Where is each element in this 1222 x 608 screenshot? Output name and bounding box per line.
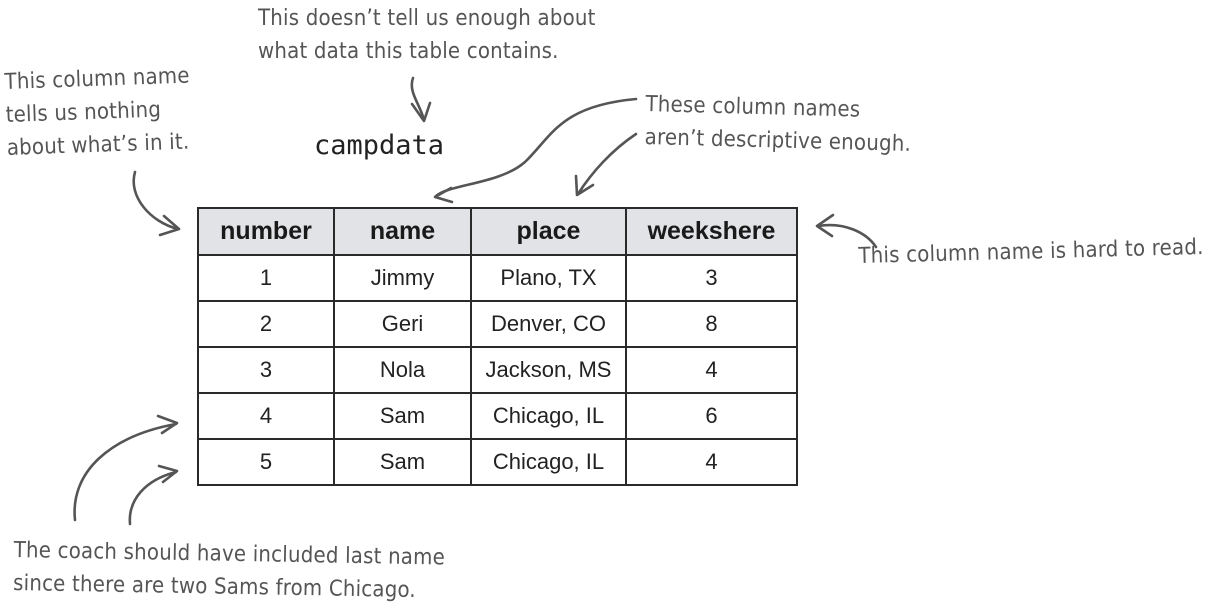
table-cell: 2 bbox=[197, 300, 335, 348]
table-cell: Nola bbox=[333, 346, 472, 394]
table-name-label: campdata bbox=[314, 130, 445, 161]
arrow-to-row-4 bbox=[73, 422, 178, 522]
annotation-line: This doesn’t tell us enough about bbox=[258, 6, 596, 31]
table-row: 3 Nola Jackson, MS 4 bbox=[197, 346, 798, 394]
table-cell: 5 bbox=[197, 438, 335, 486]
arrowhead bbox=[158, 214, 181, 237]
table-cell: 4 bbox=[625, 346, 798, 394]
number-column-annotation: This column name tells us nothing about … bbox=[4, 60, 193, 165]
table-header-row: number name place weekshere bbox=[197, 207, 798, 256]
annotation-line: since there are two Sams from Chicago. bbox=[12, 570, 417, 604]
arrow-to-row-5 bbox=[128, 470, 178, 526]
table-cell: Sam bbox=[333, 438, 472, 486]
arrowhead bbox=[574, 174, 595, 197]
table-cell: Chicago, IL bbox=[470, 392, 627, 440]
annotation-line: This column name is hard to read. bbox=[858, 234, 1204, 269]
campdata-table: number name place weekshere 1 Jimmy Plan… bbox=[197, 207, 798, 486]
arrow-to-place-header bbox=[576, 132, 638, 196]
table-row: 5 Sam Chicago, IL 4 bbox=[197, 438, 798, 486]
column-names-annotation: These column names aren’t descriptive en… bbox=[644, 88, 912, 161]
table-cell: 6 bbox=[625, 392, 798, 440]
arrowhead bbox=[433, 186, 454, 204]
duplicate-rows-annotation: The coach should have included last name… bbox=[13, 534, 445, 608]
annotation-line: about what’s in it. bbox=[6, 129, 190, 161]
table-cell: Sam bbox=[333, 392, 472, 440]
table-cell: Jimmy bbox=[333, 254, 472, 302]
column-header-weekshere: weekshere bbox=[625, 207, 798, 256]
column-header-number: number bbox=[197, 207, 335, 256]
table-cell: 3 bbox=[625, 254, 798, 302]
table-name-annotation: This doesn’t tell us enough about what d… bbox=[258, 2, 596, 68]
table-row: 4 Sam Chicago, IL 6 bbox=[197, 392, 798, 440]
table-cell: 3 bbox=[197, 346, 335, 394]
annotation-line: what data this table contains. bbox=[258, 39, 559, 64]
table-cell: Geri bbox=[333, 300, 472, 348]
table-cell: 4 bbox=[625, 438, 798, 486]
column-header-place: place bbox=[470, 207, 627, 256]
arrowhead bbox=[815, 213, 835, 238]
arrowhead bbox=[156, 414, 179, 435]
table-cell: Denver, CO bbox=[470, 300, 627, 348]
arrowhead bbox=[157, 464, 179, 484]
table-row: 2 Geri Denver, CO 8 bbox=[197, 300, 798, 348]
annotation-line: aren’t descriptive enough. bbox=[644, 124, 912, 157]
annotation-line: This column name bbox=[4, 63, 191, 95]
table-cell: 1 bbox=[197, 254, 335, 302]
table-cell: Plano, TX bbox=[470, 254, 627, 302]
arrow-to-name-header bbox=[434, 97, 638, 198]
table-cell: 8 bbox=[625, 300, 798, 348]
arrowhead bbox=[410, 101, 432, 123]
table-cell: Jackson, MS bbox=[470, 346, 627, 394]
arrow-to-table-name bbox=[410, 76, 426, 122]
table-row: 1 Jimmy Plano, TX 3 bbox=[197, 254, 798, 302]
column-header-name: name bbox=[333, 207, 472, 256]
table-cell: Chicago, IL bbox=[470, 438, 627, 486]
weekshere-annotation: This column name is hard to read. bbox=[858, 231, 1204, 273]
arrow-to-number-header bbox=[132, 170, 180, 231]
table-cell: 4 bbox=[197, 392, 335, 440]
